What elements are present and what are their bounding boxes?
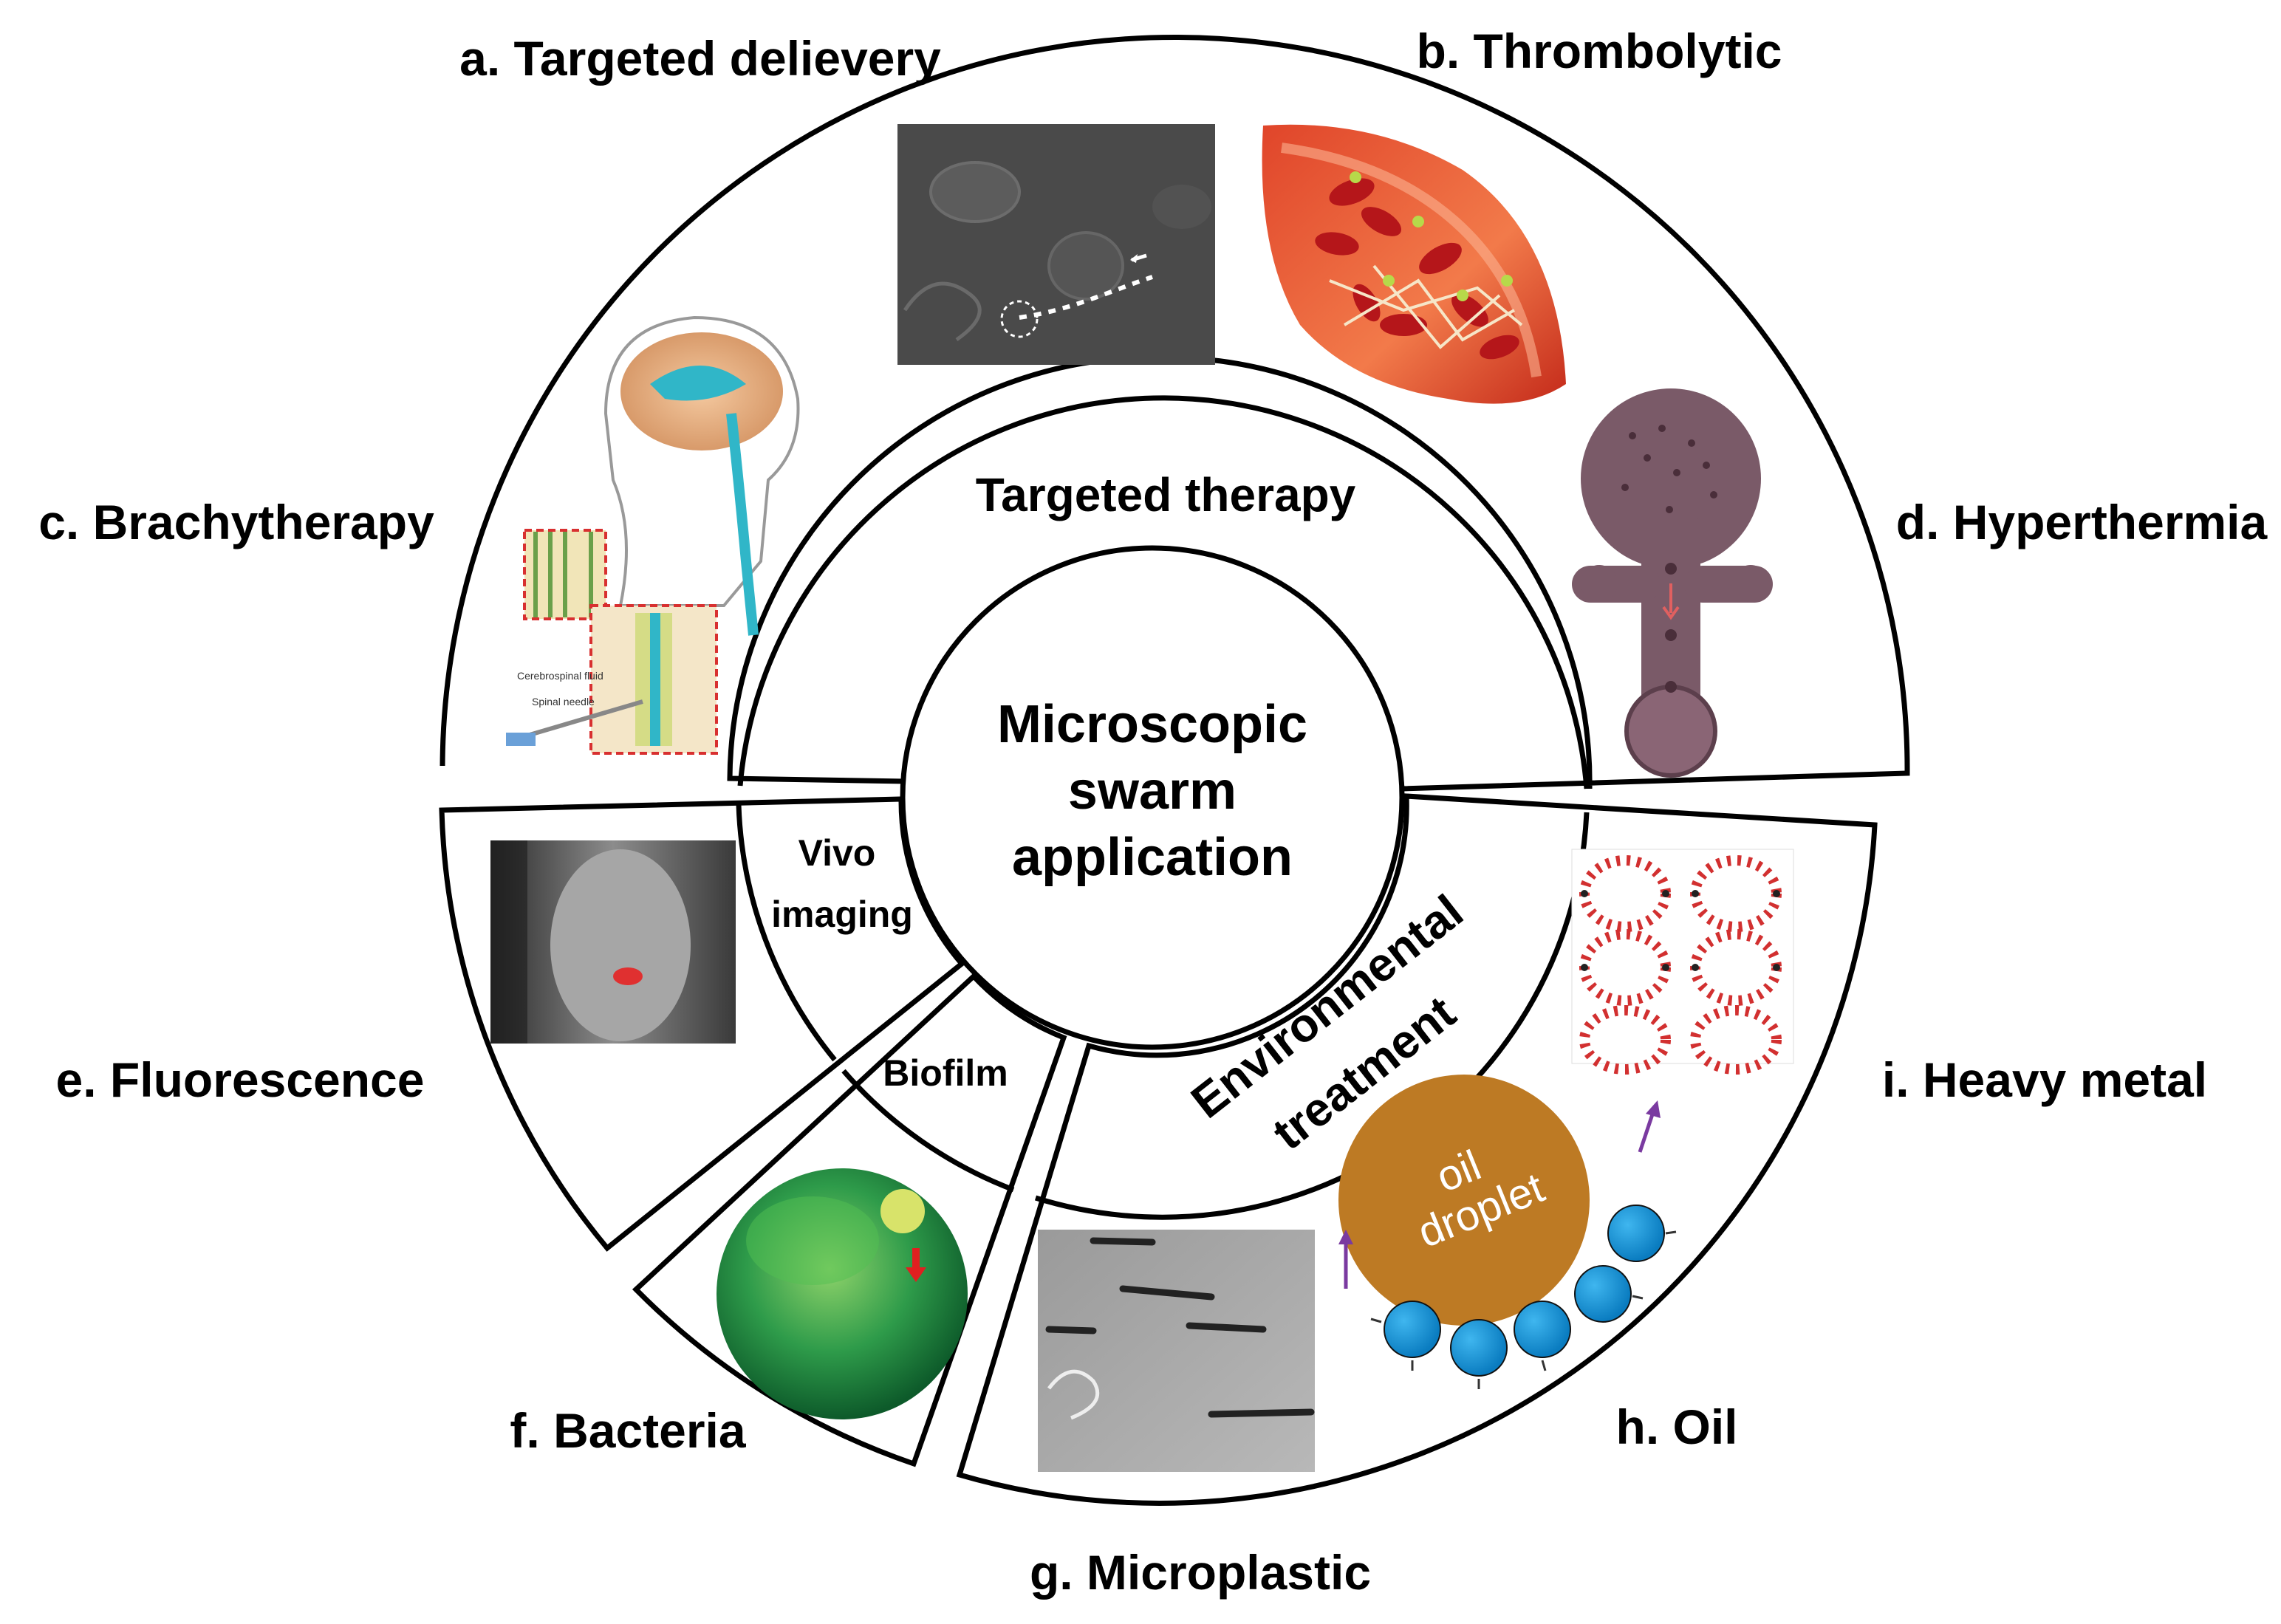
center-label-3: application — [1012, 828, 1293, 887]
csf-label: Cerebrospinal fluid — [517, 670, 603, 682]
label-c: c. Brachytherapy — [38, 495, 434, 549]
hyperthermia-image — [1572, 388, 1773, 778]
bacteria-image — [717, 1168, 968, 1419]
inner-arc-left — [736, 804, 837, 1062]
label-d: d. Hyperthermia — [1896, 495, 2268, 549]
center-circle — [900, 545, 1405, 1050]
vivo-imaging-label-2: imaging — [771, 894, 913, 935]
targeted-delivery-image — [897, 124, 1215, 365]
label-h: h. Oil — [1616, 1399, 1738, 1454]
oil-droplet-image: oil droplet — [1338, 1075, 1677, 1389]
biofilm-label: Biofilm — [883, 1052, 1008, 1094]
spinal-needle-label: Spinal needle — [532, 696, 595, 707]
fluorescence-image — [490, 840, 736, 1044]
heavy-metal-image — [1571, 849, 1794, 1075]
label-i: i. Heavy metal — [1882, 1052, 2207, 1107]
label-a: a. Targeted delievery — [459, 31, 941, 86]
label-b: b. Thrombolytic — [1417, 24, 1782, 78]
thrombolytic-image — [1262, 124, 1566, 404]
vivo-imaging-label-1: Vivo — [798, 832, 876, 874]
targeted-therapy-label: Targeted therapy — [976, 468, 1356, 521]
label-e: e. Fluorescence — [56, 1052, 425, 1107]
inner-arc-therapy — [737, 395, 1590, 789]
label-f: f. Bacteria — [510, 1403, 746, 1458]
center-label-2: swarm — [1068, 761, 1237, 820]
inner-arc-biofilm — [841, 1069, 1015, 1193]
label-g: g. Microplastic — [1030, 1545, 1371, 1600]
brachytherapy-image: Cerebrospinal fluid Spinal needle — [506, 315, 800, 755]
center-label-1: Microscopic — [997, 695, 1307, 754]
microplastic-image — [1038, 1230, 1315, 1472]
